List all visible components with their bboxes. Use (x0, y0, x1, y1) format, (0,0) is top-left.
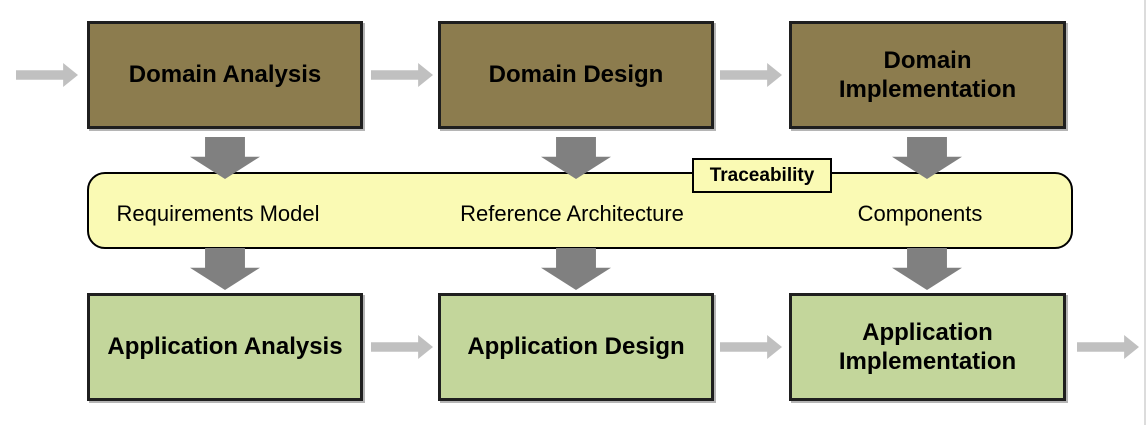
application-design-label: Application Design (467, 333, 685, 361)
flow-arrow-domain-analysis-to-design (371, 63, 433, 87)
application-analysis-label: Application Analysis (107, 333, 343, 361)
domain-design-box: Domain Design (438, 21, 714, 129)
application-implementation-label: Application Implementation (838, 318, 1017, 375)
domain-design-label: Domain Design (488, 61, 664, 89)
traceability-tag-label: Traceability (709, 164, 815, 186)
down-arrow-band-to-application-analysis (190, 248, 260, 290)
reference-architecture-label: Reference Architecture (460, 201, 684, 226)
domain-analysis-box: Domain Analysis (87, 21, 363, 129)
domain-implementation-label: Domain Implementation (838, 46, 1017, 103)
entry-flow-arrow (16, 63, 78, 87)
application-analysis-box: Application Analysis (87, 293, 363, 401)
page-edge-line (1144, 0, 1146, 425)
flow-arrow-application-analysis-to-design (371, 335, 433, 359)
application-implementation-box: Application Implementation (789, 293, 1066, 401)
domain-analysis-label: Domain Analysis (128, 61, 322, 89)
traceability-tag: Traceability (692, 158, 832, 193)
requirements-model-label: Requirements Model (116, 201, 320, 226)
flow-arrow-domain-design-to-implementation (720, 63, 782, 87)
exit-flow-arrow (1077, 335, 1139, 359)
domain-implementation-box: Domain Implementation (789, 21, 1066, 129)
flow-arrow-application-design-to-implementation (720, 335, 782, 359)
down-arrow-band-to-application-implementation (892, 248, 962, 290)
components-label: Components (857, 201, 983, 226)
application-design-box: Application Design (438, 293, 714, 401)
down-arrow-band-to-application-design (541, 248, 611, 290)
